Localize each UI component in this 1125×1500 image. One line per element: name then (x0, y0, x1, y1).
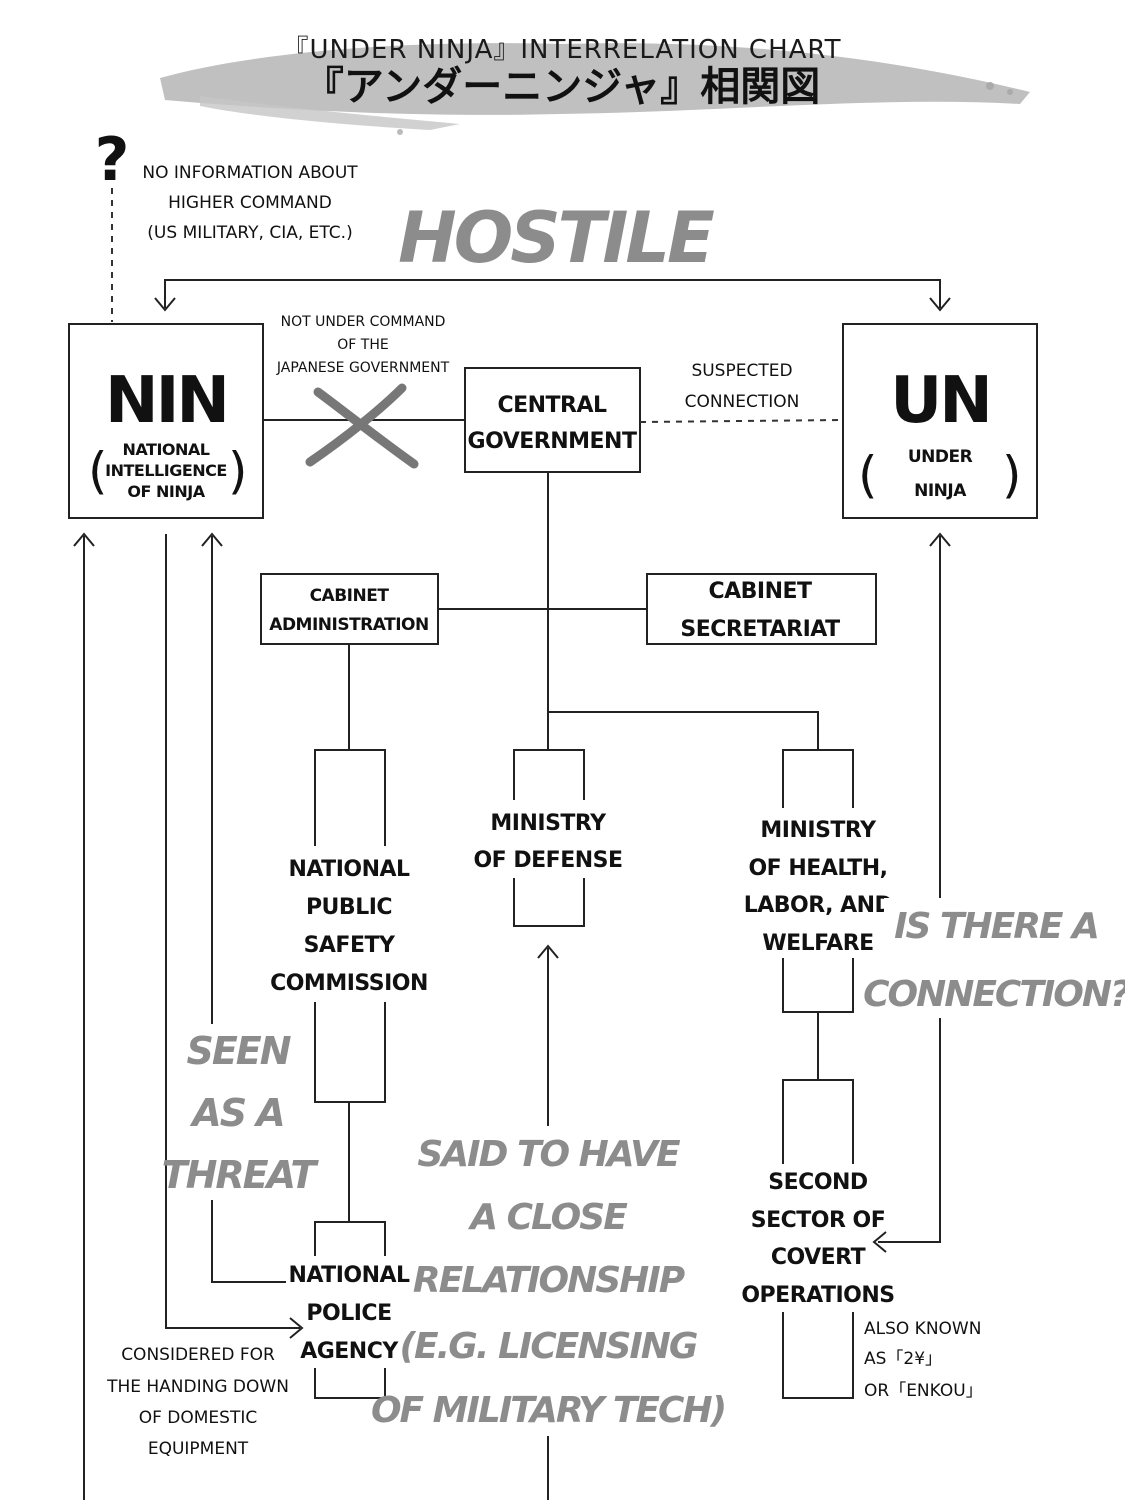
cabinet-secretariat-line-2: SECRETARIAT (680, 617, 840, 642)
nin-full-line-2: INTELLIGENCE (105, 461, 227, 480)
un-abbr: UN (890, 364, 990, 438)
domestic-equipment-line-2: THE HANDING DOWN (106, 1377, 289, 1397)
title-japanese: 『アンダーニンジャ』相関図 (304, 64, 820, 110)
nin-police-link (165, 534, 300, 1329)
connection-question-line-2: CONNECTION? (863, 974, 1125, 1015)
close-relationship-bg (412, 1126, 684, 1436)
nin-police-arrowhead (289, 1317, 304, 1339)
un-full-line-1: UNDER (908, 447, 973, 467)
npsc-line-4: COMMISSION (270, 971, 428, 996)
cross-mark-icon (305, 383, 419, 469)
threat-label-bg (182, 1024, 294, 1200)
hostile-arrowhead-nin (154, 297, 176, 312)
not-under-command-note: NOT UNDER COMMAND OF THE JAPANESE GOVERN… (276, 314, 450, 376)
npsc-line-1: NATIONAL (288, 857, 410, 882)
not-under-command-line-2: OF THE (337, 337, 388, 353)
second-sector-line-1: SECOND (768, 1170, 868, 1195)
suspected-connection-dashed-link (639, 419, 844, 423)
health-line-2: OF HEALTH, (748, 856, 887, 881)
npsc-line-3: SAFETY (304, 933, 396, 958)
close-relationship-line-4: (E.G. LICENSING (400, 1326, 697, 1367)
second-sector-label-bg (740, 1164, 896, 1312)
higher-command-line-3: (US MILITARY, CIA, ETC.) (147, 223, 352, 243)
domestic-equipment-line-1: CONSIDERED FOR (121, 1345, 275, 1365)
seen-as-threat-line-3: THREAT (162, 1153, 320, 1197)
second-sector-line-2: SECTOR OF (751, 1208, 886, 1233)
health-label-bg (740, 808, 896, 958)
left-edge-arrowhead (73, 532, 95, 547)
also-known-line-2: AS「2¥」 (864, 1349, 942, 1369)
also-known-line-1: ALSO KNOWN (864, 1319, 981, 1339)
question-mark-icon: ? (95, 125, 130, 195)
not-under-command-line-3: JAPANESE GOVERNMENT (276, 360, 450, 376)
close-relationship-line-2: A CLOSE (467, 1197, 628, 1238)
not-under-command-line-1: NOT UNDER COMMAND (281, 314, 446, 330)
central-government-line-2: GOVERNMENT (468, 429, 637, 454)
health-line-4: WELFARE (762, 931, 873, 956)
seen-as-threat-line-1: SEEN (186, 1029, 290, 1073)
also-known-line-3: OR「ENKOU」 (864, 1381, 983, 1401)
sector-arrowhead (872, 1231, 887, 1253)
defense-line-2: OF DEFENSE (473, 848, 622, 873)
police-nin-arrowhead (201, 532, 223, 547)
close-relationship-line-1: SAID TO HAVE (417, 1134, 681, 1175)
police-line-1: NATIONAL (288, 1263, 410, 1288)
npsc-line-2: PUBLIC (306, 895, 392, 920)
domestic-equipment-line-3: OF DOMESTIC (139, 1408, 258, 1428)
second-sector-line-3: COVERT (771, 1245, 866, 1270)
cabinet-secretariat-box (646, 573, 877, 645)
health-line-3: LABOR, AND (744, 893, 893, 918)
un-paren-left: ( (858, 446, 878, 504)
close-relationship-line-3: RELATIONSHIP (413, 1260, 685, 1301)
un-box (842, 323, 1038, 519)
nin-paren-right: ) (228, 442, 248, 500)
central-government-line-1: CENTRAL (497, 393, 607, 418)
central-government-box (464, 367, 641, 473)
defense-line-1: MINISTRY (490, 811, 607, 836)
nin-paren-left: ( (88, 442, 108, 500)
health-line-1: MINISTRY (760, 818, 877, 843)
nin-full-line-1: NATIONAL (123, 440, 210, 459)
cabinet-administration-box (260, 573, 439, 645)
cabinet-secretariat-line-1: CABINET (708, 579, 812, 604)
hostile-label: HOSTILE (398, 197, 714, 279)
higher-command-line-1: NO INFORMATION ABOUT (142, 163, 358, 183)
un-paren-right: ) (1002, 446, 1022, 504)
cabinet-administration-line-2: ADMINISTRATION (269, 615, 428, 635)
nin-abbr: NIN (105, 364, 227, 438)
suspected-connection-line-2: CONNECTION (685, 392, 800, 412)
title-english: 『UNDER NINJA』INTERRELATION CHART (283, 35, 842, 65)
hostile-arrowhead-un (929, 297, 951, 312)
police-line-3: AGENCY (300, 1339, 399, 1364)
second-sector-line-4: OPERATIONS (741, 1283, 894, 1308)
suspected-connection-line-1: SUSPECTED (691, 361, 792, 381)
higher-command-note: NO INFORMATION ABOUT HIGHER COMMAND (US … (142, 163, 358, 243)
domestic-equipment-line-4: EQUIPMENT (148, 1439, 249, 1459)
defense-bottom-arrowhead (537, 944, 559, 959)
sector-un-link (878, 536, 941, 1243)
un-full-line-2: NINJA (914, 481, 967, 501)
connection-question-bg (884, 898, 1108, 1018)
seen-as-threat-line-2: AS A (189, 1091, 283, 1135)
nin-full-line-3: OF NINJA (127, 482, 205, 501)
un-arrowhead (929, 532, 951, 547)
higher-command-line-2: HIGHER COMMAND (168, 193, 332, 213)
cabinet-administration-line-1: CABINET (310, 586, 390, 606)
close-relationship-line-5: OF MILITARY TECH) (371, 1390, 725, 1431)
police-line-2: POLICE (306, 1301, 391, 1326)
connection-question-line-1: IS THERE A (894, 906, 1098, 947)
health-branch (548, 711, 819, 750)
police-nin-threat-link (211, 536, 286, 1283)
hostile-bracket-line (164, 279, 941, 308)
defense-label-bg (470, 800, 628, 878)
title-brush-stroke (160, 43, 1030, 135)
npsc-label-bg (262, 846, 437, 1002)
police-label-bg (286, 1256, 414, 1368)
